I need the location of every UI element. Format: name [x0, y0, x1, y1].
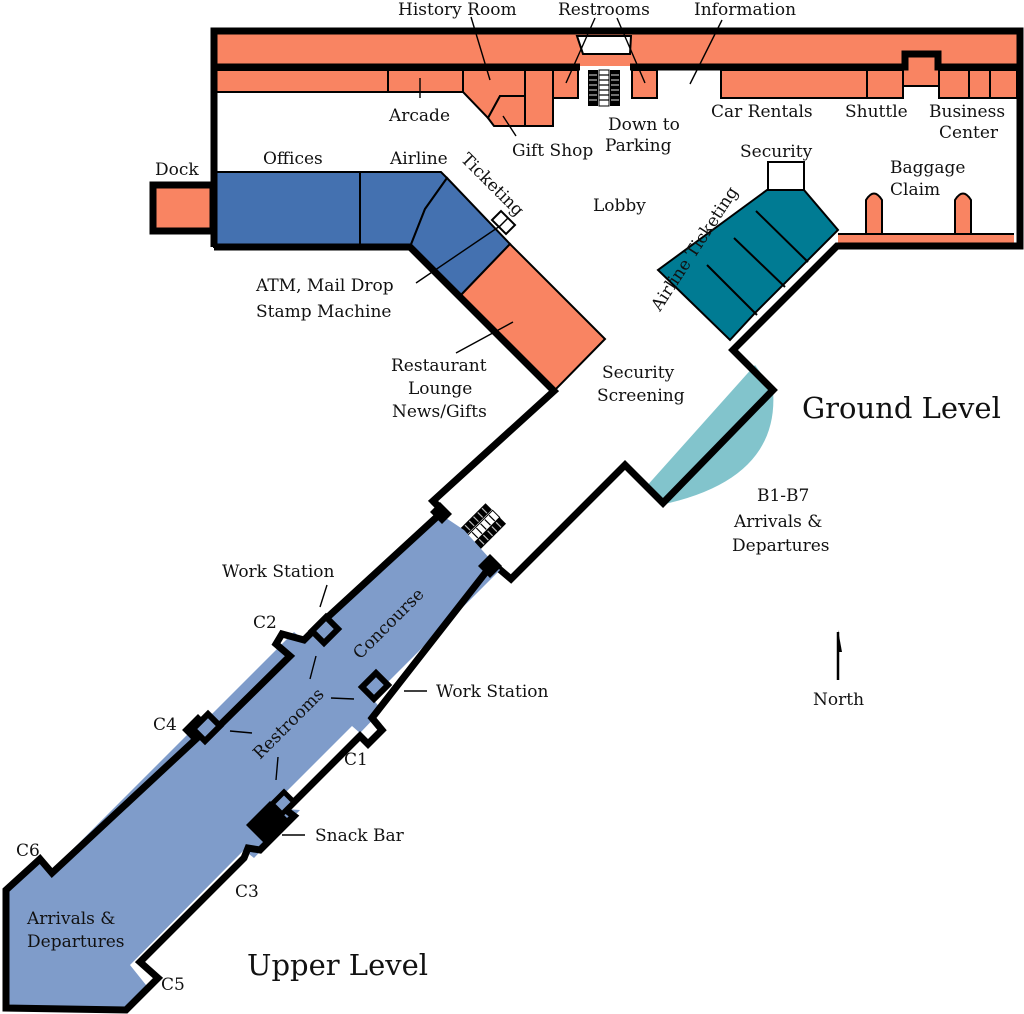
work-station-top[interactable] — [307, 612, 343, 648]
label-restrooms-top: Restrooms — [558, 0, 650, 20]
label-down-to: Down to — [608, 115, 680, 135]
shop-small-a[interactable] — [524, 69, 554, 127]
gate-c6[interactable]: C6 — [16, 841, 40, 861]
wall-block-top — [430, 502, 452, 524]
label-information: Information — [694, 0, 796, 20]
label-news-gifts: News/Gifts — [392, 402, 487, 422]
upper-level — [2, 498, 502, 1014]
north-arrow-icon — [836, 630, 842, 680]
ground-level-title: Ground Level — [802, 391, 1001, 425]
label-work-station-top: Work Station — [222, 562, 335, 582]
c4-restroom[interactable] — [188, 709, 225, 746]
arcade-shop[interactable] — [387, 69, 464, 93]
label-history-room: History Room — [398, 0, 517, 20]
label-arrivals-upper: Arrivals & — [26, 909, 115, 929]
label-lounge: Lounge — [408, 379, 472, 399]
label-b-departures: Departures — [732, 536, 830, 556]
b-gates-area[interactable] — [645, 365, 774, 505]
label-offices: Offices — [263, 149, 323, 169]
label-business: Business — [929, 102, 1005, 122]
restroom-shop-right[interactable] — [631, 69, 658, 99]
gate-c3[interactable]: C3 — [235, 882, 259, 902]
stairs-down-icon[interactable] — [588, 69, 620, 107]
leader-lines — [415, 16, 723, 354]
label-lobby: Lobby — [593, 196, 646, 216]
ground-level — [149, 16, 1024, 584]
label-b1-b7: B1-B7 — [757, 486, 809, 506]
shuttle[interactable] — [866, 69, 904, 99]
label-snack-bar: Snack Bar — [315, 826, 405, 846]
baggage-claim[interactable] — [838, 192, 1014, 244]
upper-leader-lines — [229, 584, 427, 836]
label-baggage: Baggage — [890, 158, 965, 178]
wall-block-bottom — [478, 554, 502, 578]
label-departures-upper: Departures — [27, 932, 125, 952]
label-claim: Claim — [890, 180, 940, 200]
upper-level-title: Upper Level — [247, 948, 428, 982]
label-b-arrivals: Arrivals & — [733, 512, 822, 532]
atm-icon[interactable] — [490, 209, 517, 236]
shuttle-kiosk[interactable] — [902, 55, 940, 87]
label-parking: Parking — [605, 136, 672, 156]
gate-c2[interactable]: C2 — [253, 613, 277, 633]
car-rentals[interactable] — [720, 69, 868, 99]
business-center-c[interactable] — [989, 69, 1018, 99]
offices[interactable] — [213, 171, 361, 248]
security-booth[interactable] — [767, 161, 805, 191]
label-screening-1: Security — [602, 363, 675, 383]
business-center-b[interactable] — [968, 69, 991, 99]
label-car-rentals: Car Rentals — [711, 102, 813, 122]
label-dock: Dock — [155, 160, 199, 180]
label-center: Center — [939, 123, 999, 143]
work-station-right[interactable] — [357, 668, 393, 704]
label-gift-shop: Gift Shop — [512, 141, 593, 161]
snack-bar[interactable] — [246, 788, 298, 845]
labels: History Room Restrooms Information Arcad… — [16, 0, 1005, 995]
business-center-a[interactable] — [938, 69, 970, 99]
gate-c1[interactable]: C1 — [344, 750, 368, 770]
label-work-station-right: Work Station — [436, 682, 549, 702]
shop-left-long[interactable] — [213, 69, 389, 93]
strip-divider-wall — [214, 50, 1017, 71]
label-atm: ATM, Mail Drop — [255, 276, 394, 296]
concourse-floor[interactable] — [6, 514, 500, 1010]
gate-c4[interactable]: C4 — [153, 715, 177, 735]
label-restaurant: Restaurant — [391, 356, 487, 376]
label-north: North — [813, 690, 864, 710]
label-security: Security — [740, 142, 813, 162]
label-screening-2: Screening — [597, 386, 685, 406]
label-stamp-machine: Stamp Machine — [256, 302, 391, 322]
label-arcade: Arcade — [388, 106, 450, 126]
dock[interactable] — [149, 181, 217, 235]
label-shuttle: Shuttle — [845, 102, 908, 122]
restroom-shop-left[interactable] — [552, 69, 579, 99]
label-airline: Airline — [389, 149, 448, 169]
gate-c5[interactable]: C5 — [161, 975, 185, 995]
